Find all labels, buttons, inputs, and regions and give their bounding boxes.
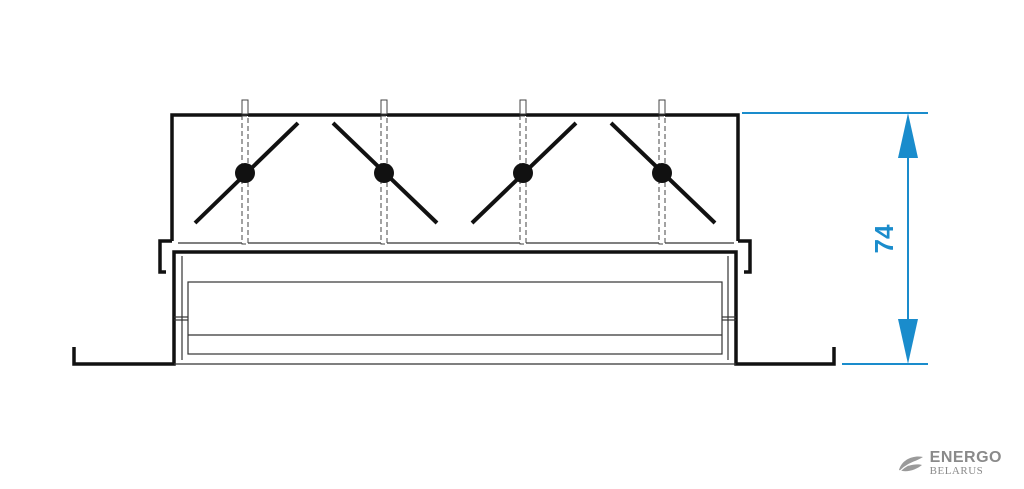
pivot-4 — [652, 163, 672, 183]
logo: ENERGO BELARUS — [896, 450, 1002, 477]
inner-frame — [187, 281, 723, 355]
leaf-icon — [898, 456, 923, 471]
right-clip — [738, 239, 752, 274]
dimension-label: 74 — [869, 224, 899, 253]
housing-upper-outline — [170, 113, 740, 241]
dim-arrow-up — [898, 113, 918, 158]
left-clip — [158, 239, 172, 274]
lower-frame-outline — [72, 250, 836, 366]
logo-text: ENERGO BELARUS — [930, 450, 1002, 477]
dim-arrow-down — [898, 319, 918, 364]
logo-line2: BELARUS — [929, 465, 984, 477]
pivot-1 — [235, 163, 255, 183]
pivot-2 — [374, 163, 394, 183]
height-dimension: 74 — [742, 112, 928, 365]
logo-line1: ENERGO — [929, 449, 1002, 466]
pivot-3 — [513, 163, 533, 183]
